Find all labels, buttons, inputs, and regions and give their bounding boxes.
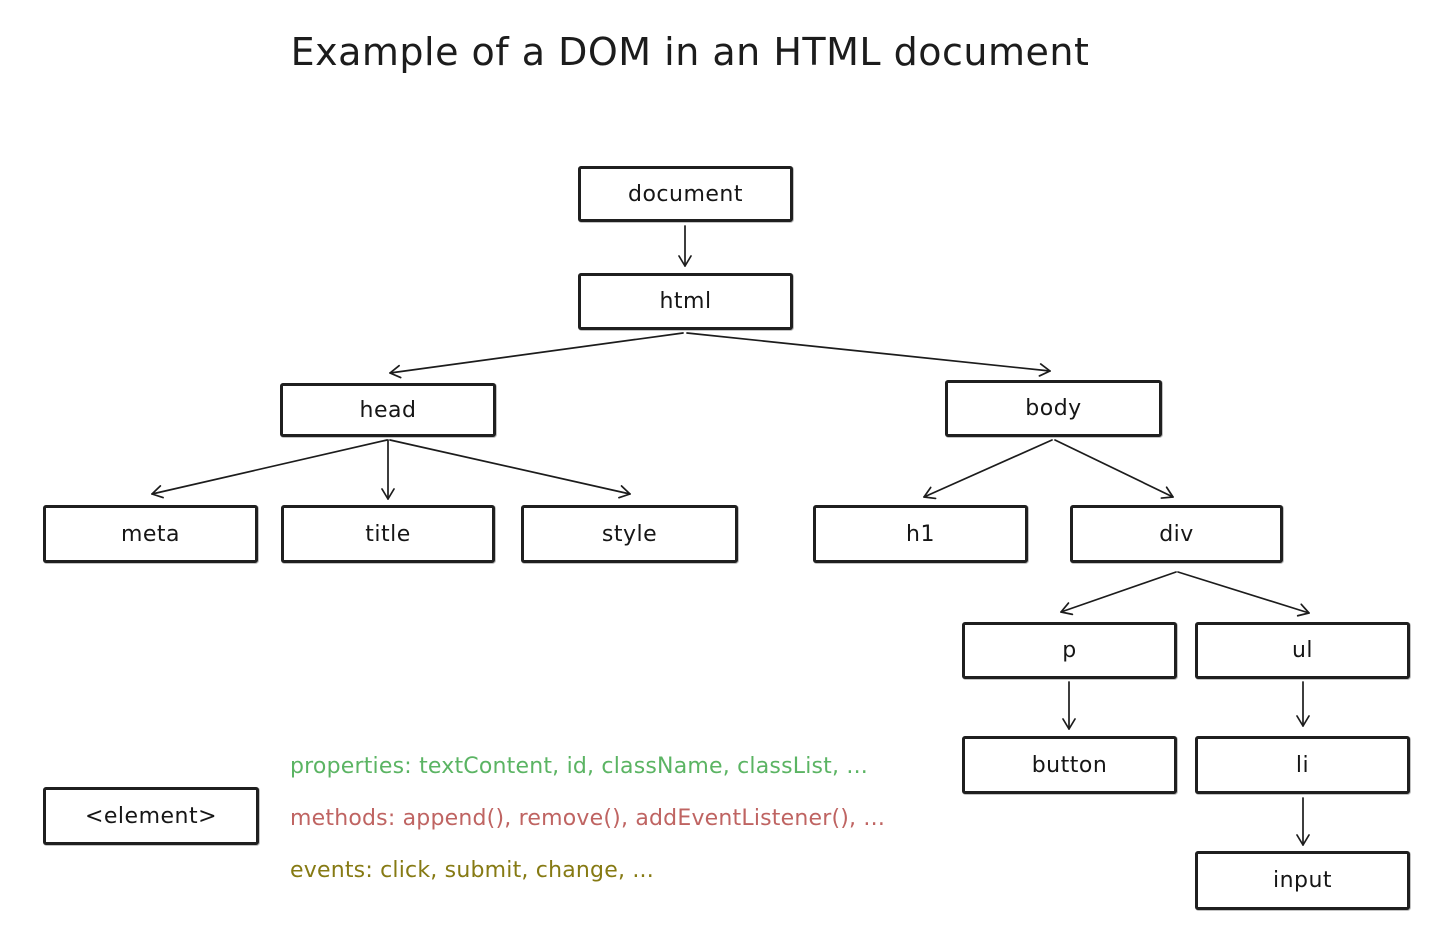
edge-div-p bbox=[1060, 571, 1177, 616]
node-label: head bbox=[359, 397, 417, 423]
edge-head-style bbox=[389, 439, 631, 499]
node-label: div bbox=[1159, 521, 1194, 547]
node-label: meta bbox=[120, 521, 181, 547]
tree-node-h1: h1 bbox=[813, 505, 1028, 563]
tree-node-document: document bbox=[578, 166, 793, 222]
node-label: body bbox=[1025, 396, 1082, 421]
tree-node-li: li bbox=[1195, 736, 1410, 794]
node-label: input bbox=[1272, 868, 1333, 893]
edge-body-div bbox=[1054, 439, 1174, 499]
legend-element-label: <element> bbox=[84, 803, 218, 829]
edge-div-ul bbox=[1177, 571, 1310, 617]
node-label: style bbox=[601, 521, 658, 547]
tree-node-body: body bbox=[945, 380, 1162, 437]
node-label: title bbox=[365, 521, 411, 547]
tree-node-html: html bbox=[578, 273, 793, 330]
node-label: p bbox=[1062, 638, 1077, 663]
tree-node-title: title bbox=[281, 505, 495, 563]
tree-node-ul: ul bbox=[1195, 622, 1410, 679]
tree-node-div: div bbox=[1070, 505, 1283, 563]
node-label: button bbox=[1031, 752, 1108, 778]
node-label: document bbox=[628, 181, 743, 207]
tree-node-meta: meta bbox=[43, 505, 258, 563]
edge-body-h1 bbox=[923, 439, 1053, 500]
tree-node-button: button bbox=[962, 736, 1177, 794]
legend-element-box: <element> bbox=[43, 787, 259, 845]
node-label: html bbox=[659, 289, 712, 314]
edge-html-body bbox=[686, 332, 1051, 377]
tree-node-input: input bbox=[1195, 851, 1410, 910]
edge-head-meta bbox=[151, 439, 388, 499]
tree-node-p: p bbox=[962, 622, 1177, 679]
tree-node-head: head bbox=[280, 383, 496, 437]
legend-events-line: events: click, submit, change, ... bbox=[290, 858, 654, 883]
node-label: ul bbox=[1291, 638, 1314, 663]
edge-html-head bbox=[389, 332, 684, 379]
legend-methods-line: methods: append(), remove(), addEventLis… bbox=[290, 806, 886, 831]
node-label: h1 bbox=[906, 521, 935, 547]
legend-properties-line: properties: textContent, id, className, … bbox=[290, 754, 868, 779]
tree-node-style: style bbox=[521, 505, 738, 563]
node-label: li bbox=[1295, 752, 1310, 778]
diagram-title: Example of a DOM in an HTML document bbox=[290, 30, 1090, 74]
